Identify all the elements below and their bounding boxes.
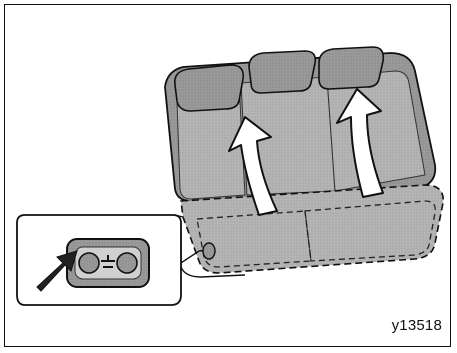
figure-code: y13518	[392, 317, 442, 334]
seat-cushion	[175, 185, 443, 277]
release-button-inset	[17, 215, 181, 305]
rear-seat-folding-illustration	[5, 5, 452, 348]
seat-release-knob	[203, 243, 215, 259]
figure-frame: y13518	[4, 4, 451, 347]
